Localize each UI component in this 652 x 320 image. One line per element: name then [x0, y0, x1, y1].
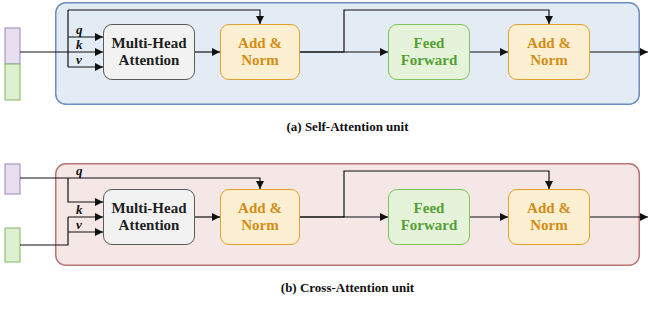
residual-wire [20, 178, 260, 189]
box-label: Add & Norm [517, 35, 581, 70]
key-input-bar [5, 64, 20, 100]
box-label: Add & Norm [517, 200, 581, 235]
add-norm-box: Add & Norm [220, 24, 300, 80]
unit-panel: (b) Cross-Attention unitMulti-Head Atten… [55, 163, 640, 266]
input-wire [20, 217, 68, 245]
output-arrow [590, 216, 648, 217]
input-wire [20, 51, 68, 52]
feed-forward-box: Feed Forward [388, 189, 470, 245]
query-input-bar [5, 164, 20, 194]
box-label: Feed Forward [397, 35, 461, 70]
connector [470, 216, 508, 217]
key-arrow [68, 216, 103, 217]
port-label: k [76, 39, 83, 51]
panel-fill [56, 164, 640, 266]
key-arrow [68, 51, 103, 52]
box-label: Add & Norm [229, 200, 291, 235]
port-label: k [76, 204, 83, 216]
add-norm-box: Add & Norm [508, 24, 590, 80]
input-wire [67, 10, 68, 67]
panel-fill [56, 3, 640, 105]
query-arrow [68, 36, 103, 37]
port-label: v [76, 54, 82, 66]
box-label: Feed Forward [397, 200, 461, 235]
box-label: Add & Norm [229, 35, 291, 70]
add-norm-box: Add & Norm [508, 189, 590, 245]
box-label: Multi-Head Attention [108, 35, 190, 70]
connector [195, 216, 220, 217]
connector [470, 51, 508, 52]
attention-box: Multi-Head Attention [103, 24, 195, 80]
panel-caption: (a) Self-Attention unit [55, 119, 640, 135]
unit-panel: (a) Self-Attention unitMulti-Head Attent… [55, 2, 640, 105]
box-label: Multi-Head Attention [108, 200, 190, 235]
port-label: v [76, 219, 82, 231]
port-label: q [76, 165, 83, 177]
query-input-bar [5, 28, 20, 64]
add-norm-box: Add & Norm [220, 189, 300, 245]
residual-wire [68, 10, 260, 24]
attention-box: Multi-Head Attention [103, 189, 195, 245]
connector [195, 51, 220, 52]
port-label: q [76, 24, 83, 36]
feed-forward-box: Feed Forward [388, 24, 470, 80]
value-arrow [68, 231, 103, 232]
key-input-bar [5, 228, 20, 262]
query-arrow [68, 178, 103, 202]
panel-caption: (b) Cross-Attention unit [55, 280, 640, 296]
output-arrow [590, 51, 648, 52]
value-arrow [68, 66, 103, 67]
